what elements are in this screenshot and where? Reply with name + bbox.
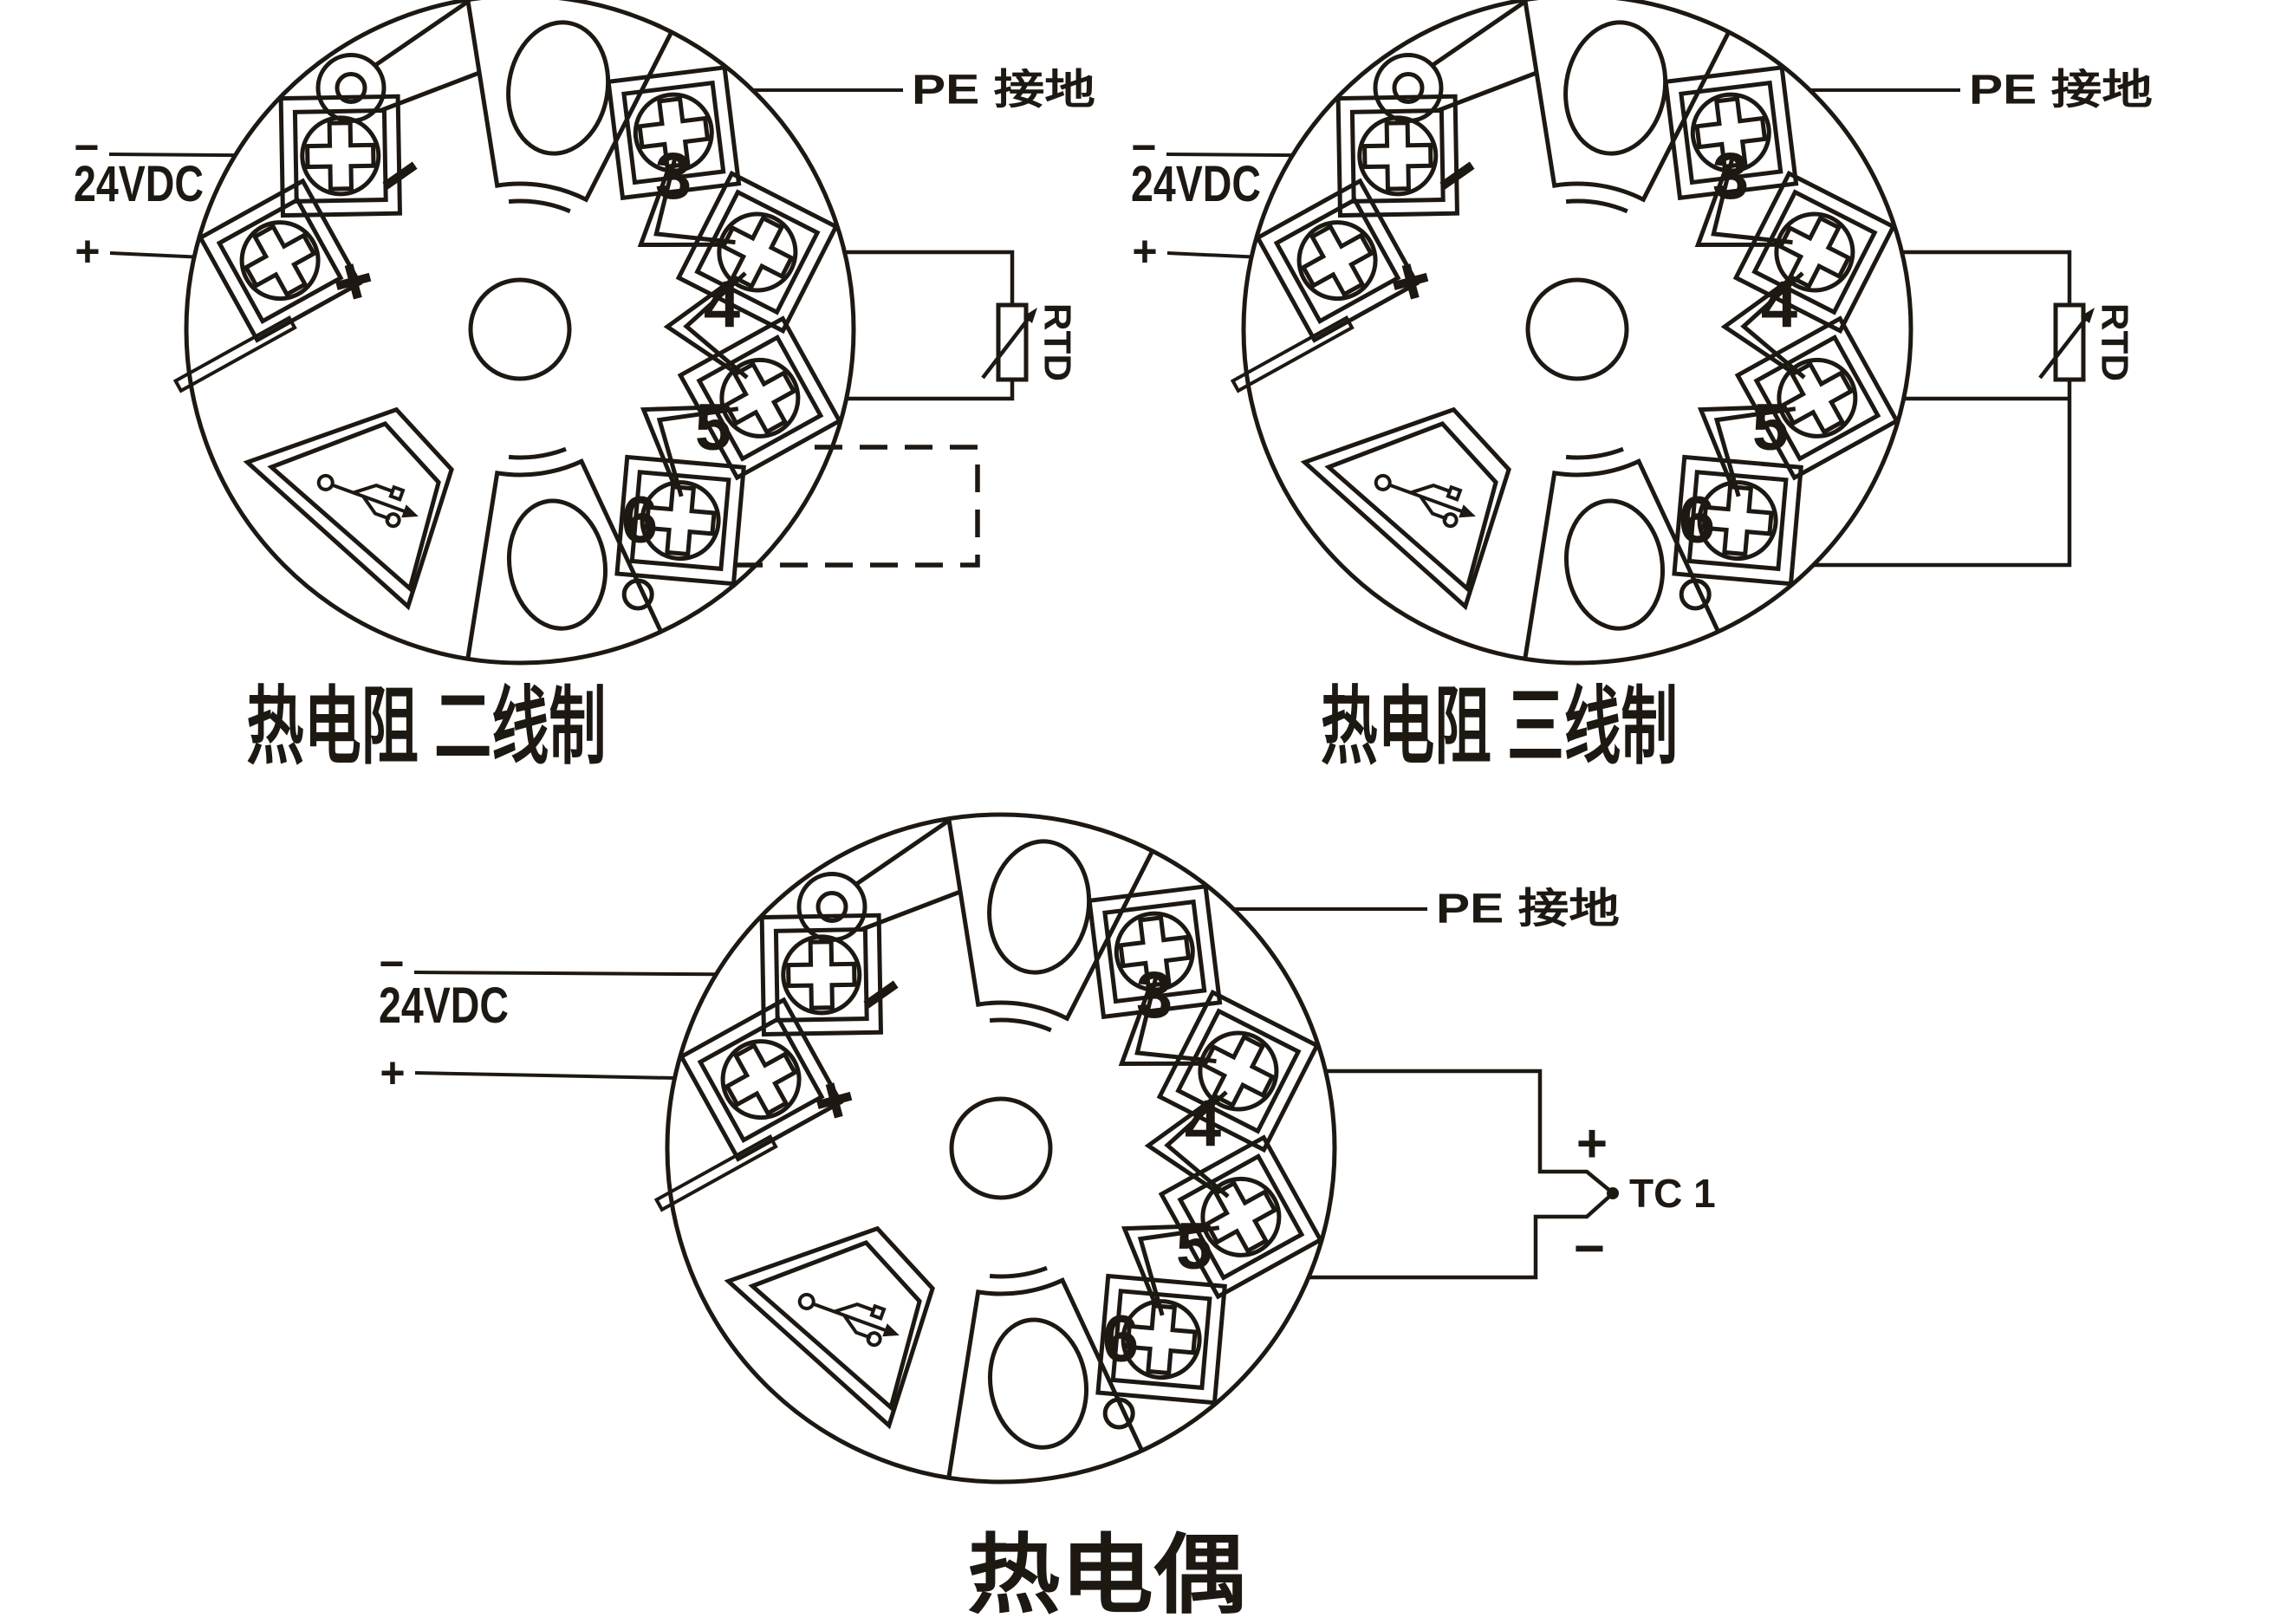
supply-voltage-label: 24VDC [74,156,204,212]
diagram-title-rtd-2wire: 热电阻 二线制 [247,679,607,774]
rtd-wire-outer [1773,250,2072,568]
terminal-number-4: 4 [1761,268,1797,341]
module-instance [657,815,1335,1482]
pe-ground-label: PE 接地 [1969,68,2153,114]
supply-minus-label: − [379,939,404,988]
diagram-rtd-3wire: − 24VDC + PE 接地 3 4 5 6 RTD 热电阻 三线制 [1131,0,2153,774]
diagram-rtd-2wire: − 24VDC + PE 接地 3 4 5 6 RTD 热电阻 二线制 [74,0,1095,774]
diagram-thermocouple: − 24VDC + PE 接地 3 4 5 6 + − TC 1 热电偶 [379,815,1716,1624]
terminal-number-6: 6 [621,484,658,557]
terminal-number-5: 5 [695,391,731,464]
terminal-number-3: 3 [655,140,692,213]
pe-ground-label: PE 接地 [912,68,1095,114]
tc-junction-dot [1607,1187,1619,1199]
supply-plus-label: + [75,227,100,276]
supply-minus-label: − [1131,123,1156,172]
tc-sensor-label: TC 1 [1629,1171,1716,1216]
supply-voltage-label: 24VDC [1131,156,1261,212]
terminal-number-5: 5 [1752,391,1789,464]
terminal-number-4: 4 [704,268,740,341]
terminal-number-3: 3 [1712,140,1749,213]
diagram-title-rtd-3wire: 热电阻 三线制 [1321,679,1678,774]
rtd-symbol-arrowhead [1023,308,1037,323]
supply-minus-label: − [74,123,99,172]
module-instance [1233,0,1911,663]
diagram-title-thermocouple: 热电偶 [967,1527,1246,1624]
tc-positive-wire [1238,1069,1613,1193]
rtd-sensor-label: RTD [1036,303,1079,381]
rtd-symbol-arrow [981,315,1031,380]
tc-minus-label: − [1574,1219,1605,1279]
terminal-number-5: 5 [1176,1210,1212,1283]
supply-plus-label: + [1132,227,1157,276]
pe-ground-label: PE 接地 [1436,887,1620,932]
rtd-symbol-arrow [2038,315,2089,380]
terminal-number-6: 6 [1679,484,1715,557]
supply-voltage-label: 24VDC [379,978,509,1034]
terminal-number-3: 3 [1136,958,1173,1032]
rtd-symbol-arrowhead [2081,308,2095,323]
tc-plus-label: + [1576,1114,1608,1174]
supply-plus-label: + [380,1049,405,1097]
terminal-number-6: 6 [1102,1302,1139,1376]
terminal-number-4: 4 [1185,1087,1221,1160]
rtd-sensor-label: RTD [2094,303,2136,381]
